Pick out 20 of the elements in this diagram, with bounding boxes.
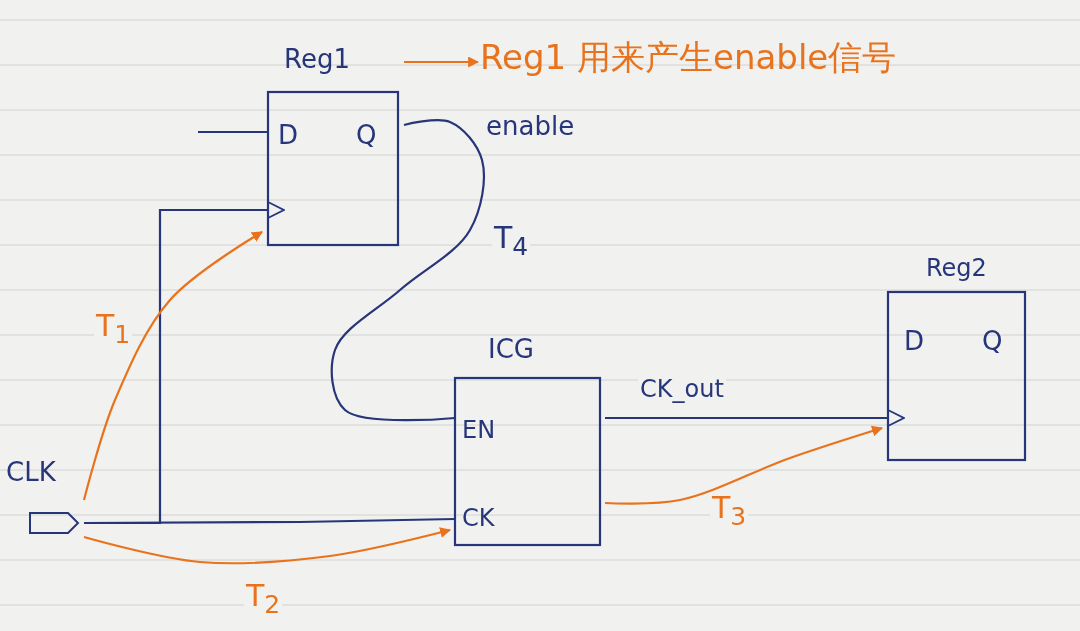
pin-label: Q bbox=[982, 328, 1003, 354]
pin-label: D bbox=[904, 328, 925, 354]
block-title: Reg1 bbox=[284, 46, 350, 72]
pin-label: D bbox=[278, 122, 299, 148]
wire bbox=[198, 130, 268, 134]
block-title: Reg2 bbox=[926, 256, 987, 280]
pin-label: CK bbox=[462, 506, 495, 530]
pin-label: Q bbox=[356, 122, 377, 148]
block-title: ICG bbox=[488, 336, 534, 362]
signal-name: CLK bbox=[6, 459, 56, 485]
timing-arrow bbox=[404, 56, 480, 68]
pin-label: EN bbox=[462, 418, 496, 442]
timing-arrow bbox=[83, 527, 452, 565]
wire bbox=[605, 409, 905, 427]
wire bbox=[330, 119, 485, 422]
wire bbox=[84, 517, 456, 525]
signal-name: CK_out bbox=[638, 376, 726, 402]
timing-arrow bbox=[82, 231, 263, 501]
timing-arrow bbox=[604, 425, 884, 505]
annotation-text: Reg1 用来产生enable信号 bbox=[480, 40, 897, 74]
